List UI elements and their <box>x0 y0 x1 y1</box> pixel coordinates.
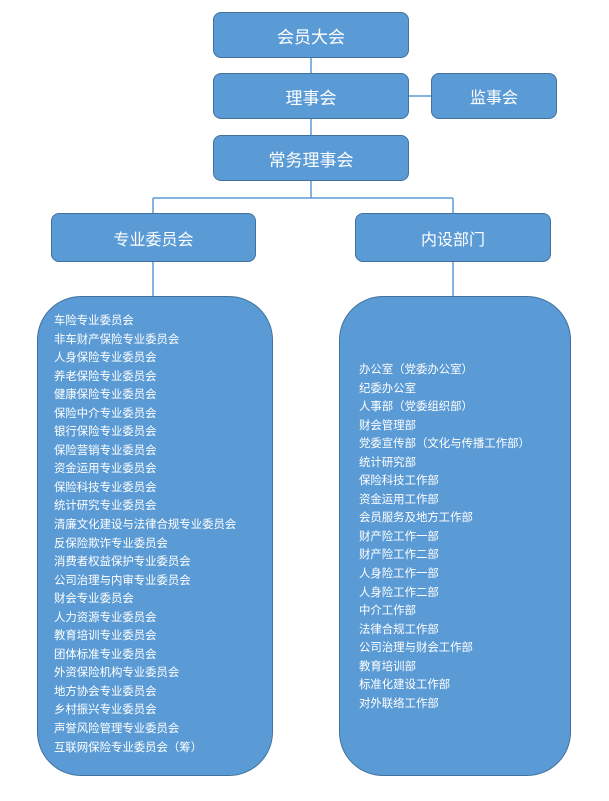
department-list-item: 对外联络工作部 <box>359 695 439 710</box>
department-list-item: 保险科技工作部 <box>359 473 439 488</box>
committee-list-item: 养老保险专业委员会 <box>54 368 157 383</box>
committee-list-item: 消费者权益保护专业委员会 <box>54 554 191 569</box>
committee-list-item: 声誉风险管理专业委员会 <box>54 721 180 736</box>
department-list-item: 标准化建设工作部 <box>359 677 451 692</box>
committee-list-item: 保险中介专业委员会 <box>54 405 157 420</box>
department-list-item: 中介工作部 <box>359 603 416 618</box>
committee-list: 车险专业委员会非车财产保险专业委员会人身保险专业委员会养老保险专业委员会健康保险… <box>54 311 236 756</box>
committee-list-item: 资金运用专业委员会 <box>54 461 157 476</box>
committee-list-item: 车险专业委员会 <box>54 313 134 327</box>
committee-list-item: 非车财产保险专业委员会 <box>54 331 180 346</box>
department-list-item: 公司治理与财会工作部 <box>359 640 473 655</box>
assembly-node: 会员大会 <box>213 12 409 58</box>
committee-list-item: 健康保险专业委员会 <box>54 387 157 402</box>
department-list-item: 人身险工作二部 <box>359 584 439 599</box>
department-list-item: 人事部（党委组织部） <box>359 399 473 414</box>
council-label: 理事会 <box>285 88 337 109</box>
committees-node: 专业委员会 <box>51 213 256 262</box>
committee-list-item: 反保险欺诈专业委员会 <box>54 535 168 550</box>
department-list-item: 办公室（党委办公室） <box>359 362 473 376</box>
committee-list-item: 地方协会专业委员会 <box>54 683 157 698</box>
committee-list-item: 互联网保险专业委员会（筹） <box>54 739 203 754</box>
supervisory-label: 监事会 <box>469 88 518 107</box>
department-list-item: 党委宣传部（文化与传播工作部） <box>359 436 530 451</box>
committee-list-item: 人力资源专业委员会 <box>54 609 157 624</box>
department-list-item: 纪委办公室 <box>359 380 416 395</box>
standing-council-label: 常务理事会 <box>268 150 354 171</box>
committee-list-item: 财会专业委员会 <box>54 591 134 606</box>
committee-list-item: 保险营销专业委员会 <box>54 442 157 457</box>
council-node: 理事会 <box>213 73 409 119</box>
standing-council-node: 常务理事会 <box>213 135 409 181</box>
department-list-panel <box>339 296 571 776</box>
committee-list-item: 乡村振兴专业委员会 <box>54 702 157 717</box>
supervisory-node: 监事会 <box>431 73 557 119</box>
committee-list-item: 统计研究专业委员会 <box>54 498 157 513</box>
department-list-item: 资金运用工作部 <box>359 491 439 506</box>
committee-list-item: 公司治理与内审专业委员会 <box>54 572 191 587</box>
committees-label: 专业委员会 <box>113 229 194 249</box>
department-list-item: 财产险工作二部 <box>359 547 439 562</box>
committee-list-item: 清廉文化建设与法律合规专业委员会 <box>54 517 237 532</box>
committee-list-item: 保险科技专业委员会 <box>54 479 157 494</box>
departments-label: 内设部门 <box>420 229 485 249</box>
department-list-item: 人身险工作一部 <box>359 566 439 581</box>
department-list-item: 统计研究部 <box>359 454 416 469</box>
committee-list-item: 人身保险专业委员会 <box>54 350 157 365</box>
department-list-item: 财会管理部 <box>359 417 416 432</box>
committee-list-item: 团体标准专业委员会 <box>54 646 157 661</box>
department-list-item: 财产险工作一部 <box>359 528 439 543</box>
department-list-item: 教育培训部 <box>359 658 416 673</box>
department-list: 办公室（党委办公室） 纪委办公室人事部（党委组织部） 财会管理部党委宣传部（文化与传… <box>359 360 530 712</box>
committee-list-item: 外资保险机构专业委员会 <box>54 665 180 680</box>
department-list-item: 法律合规工作部 <box>359 621 439 636</box>
department-list-item: 会员服务及地方工作部 <box>359 510 473 525</box>
committee-list-item: 教育培训专业委员会 <box>54 628 157 643</box>
departments-node: 内设部门 <box>355 213 551 262</box>
assembly-label: 会员大会 <box>277 27 345 48</box>
committee-list-item: 银行保险专业委员会 <box>54 424 157 439</box>
committee-list-panel <box>37 296 273 776</box>
